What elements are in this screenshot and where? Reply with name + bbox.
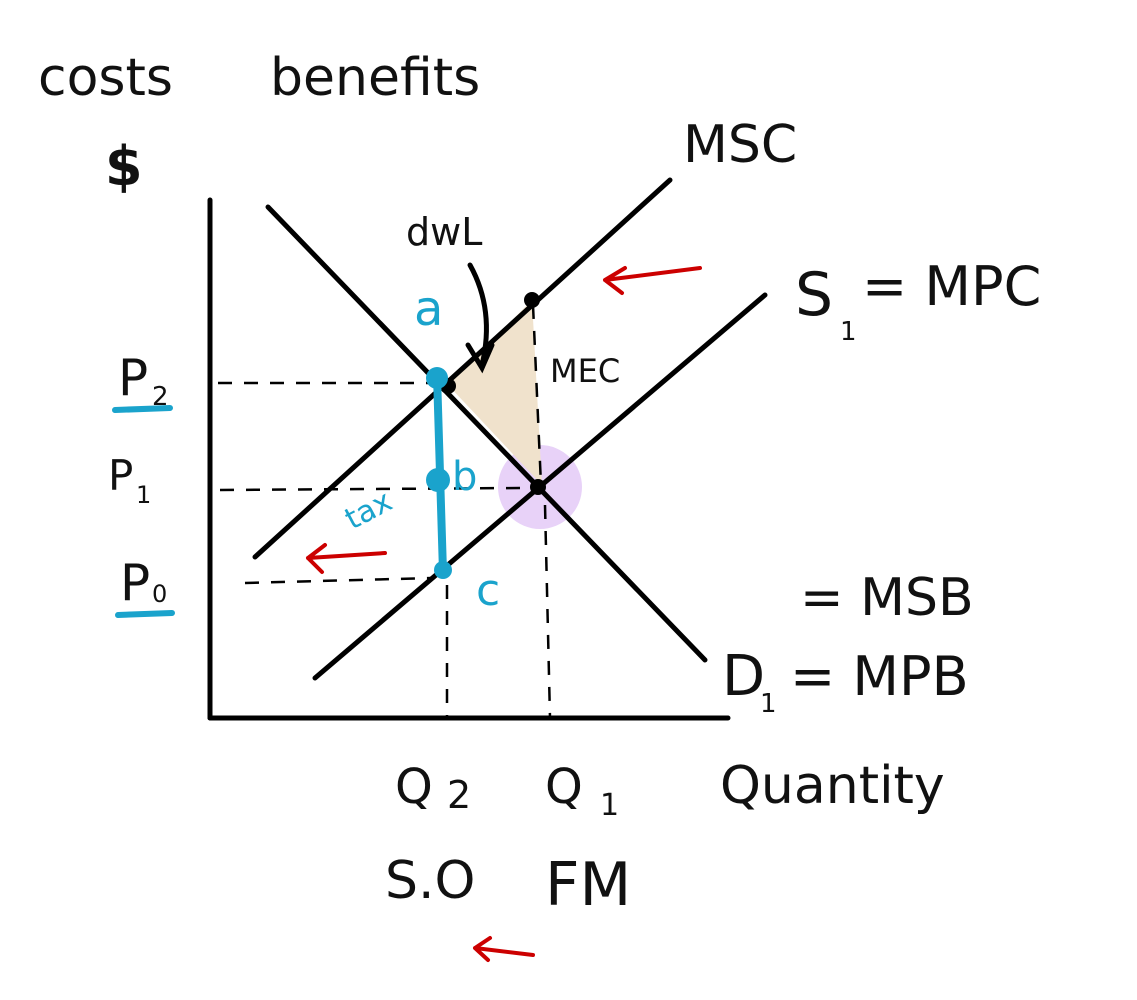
free-market-label: FM: [545, 850, 631, 920]
supply-label: S: [795, 260, 833, 330]
p2-subscript: 2: [152, 382, 169, 412]
demand-equals-mpb: = MPB: [790, 645, 969, 708]
p0-label: P: [120, 554, 150, 612]
point-b-dot: [426, 468, 450, 492]
watermark: [898, 938, 1108, 968]
title-benefits: benefits: [270, 48, 480, 108]
dwl-pointer-arrow-icon: [465, 262, 495, 374]
point-b-label: b: [452, 454, 477, 500]
mec-label: MEC: [550, 352, 620, 390]
equilibrium-point: [530, 479, 546, 495]
demand-mpb-curve: [265, 204, 708, 663]
p1-subscript: 1: [136, 481, 151, 509]
left-arrow-icon: [306, 543, 387, 574]
left-arrow-icon: [473, 936, 535, 962]
point-a-dot: [426, 367, 448, 389]
p2-underline: [112, 405, 173, 413]
msb-label: = MSB: [800, 568, 974, 628]
msc-curve: [252, 177, 673, 560]
p2-label: P: [118, 349, 148, 407]
p0-underline: [115, 610, 175, 618]
p0-guide: [244, 576, 433, 585]
point-c-label: c: [476, 565, 500, 616]
q2-label: Q: [395, 759, 433, 815]
point-a-label: a: [414, 281, 443, 337]
q1-label: Q: [545, 759, 583, 815]
p1-label: P: [108, 451, 133, 500]
msc-point: [524, 292, 540, 308]
dwl-label: dwL: [406, 210, 482, 254]
dollar-symbol: $: [105, 135, 143, 198]
msc-label: MSC: [683, 115, 797, 175]
supply-equals-mpc: = MPC: [862, 255, 1041, 318]
q2-subscript: 2: [447, 773, 471, 817]
mec-guide: [531, 304, 543, 486]
quantity-axis-label: Quantity: [720, 756, 945, 816]
tax-label: tax: [339, 484, 398, 537]
p0-subscript: 0: [152, 580, 167, 608]
point-c-dot: [434, 561, 452, 579]
q1-guide: [543, 504, 552, 719]
demand-subscript: 1: [760, 689, 777, 719]
demand-label: D: [722, 644, 765, 709]
title-costs: costs: [38, 48, 173, 108]
supply-subscript: 1: [840, 317, 857, 347]
left-arrow-icon: [603, 266, 702, 295]
q1-subscript: 1: [600, 788, 619, 823]
social-optimum-label: S.O: [385, 851, 475, 911]
deadweight-loss-area: [448, 300, 542, 485]
